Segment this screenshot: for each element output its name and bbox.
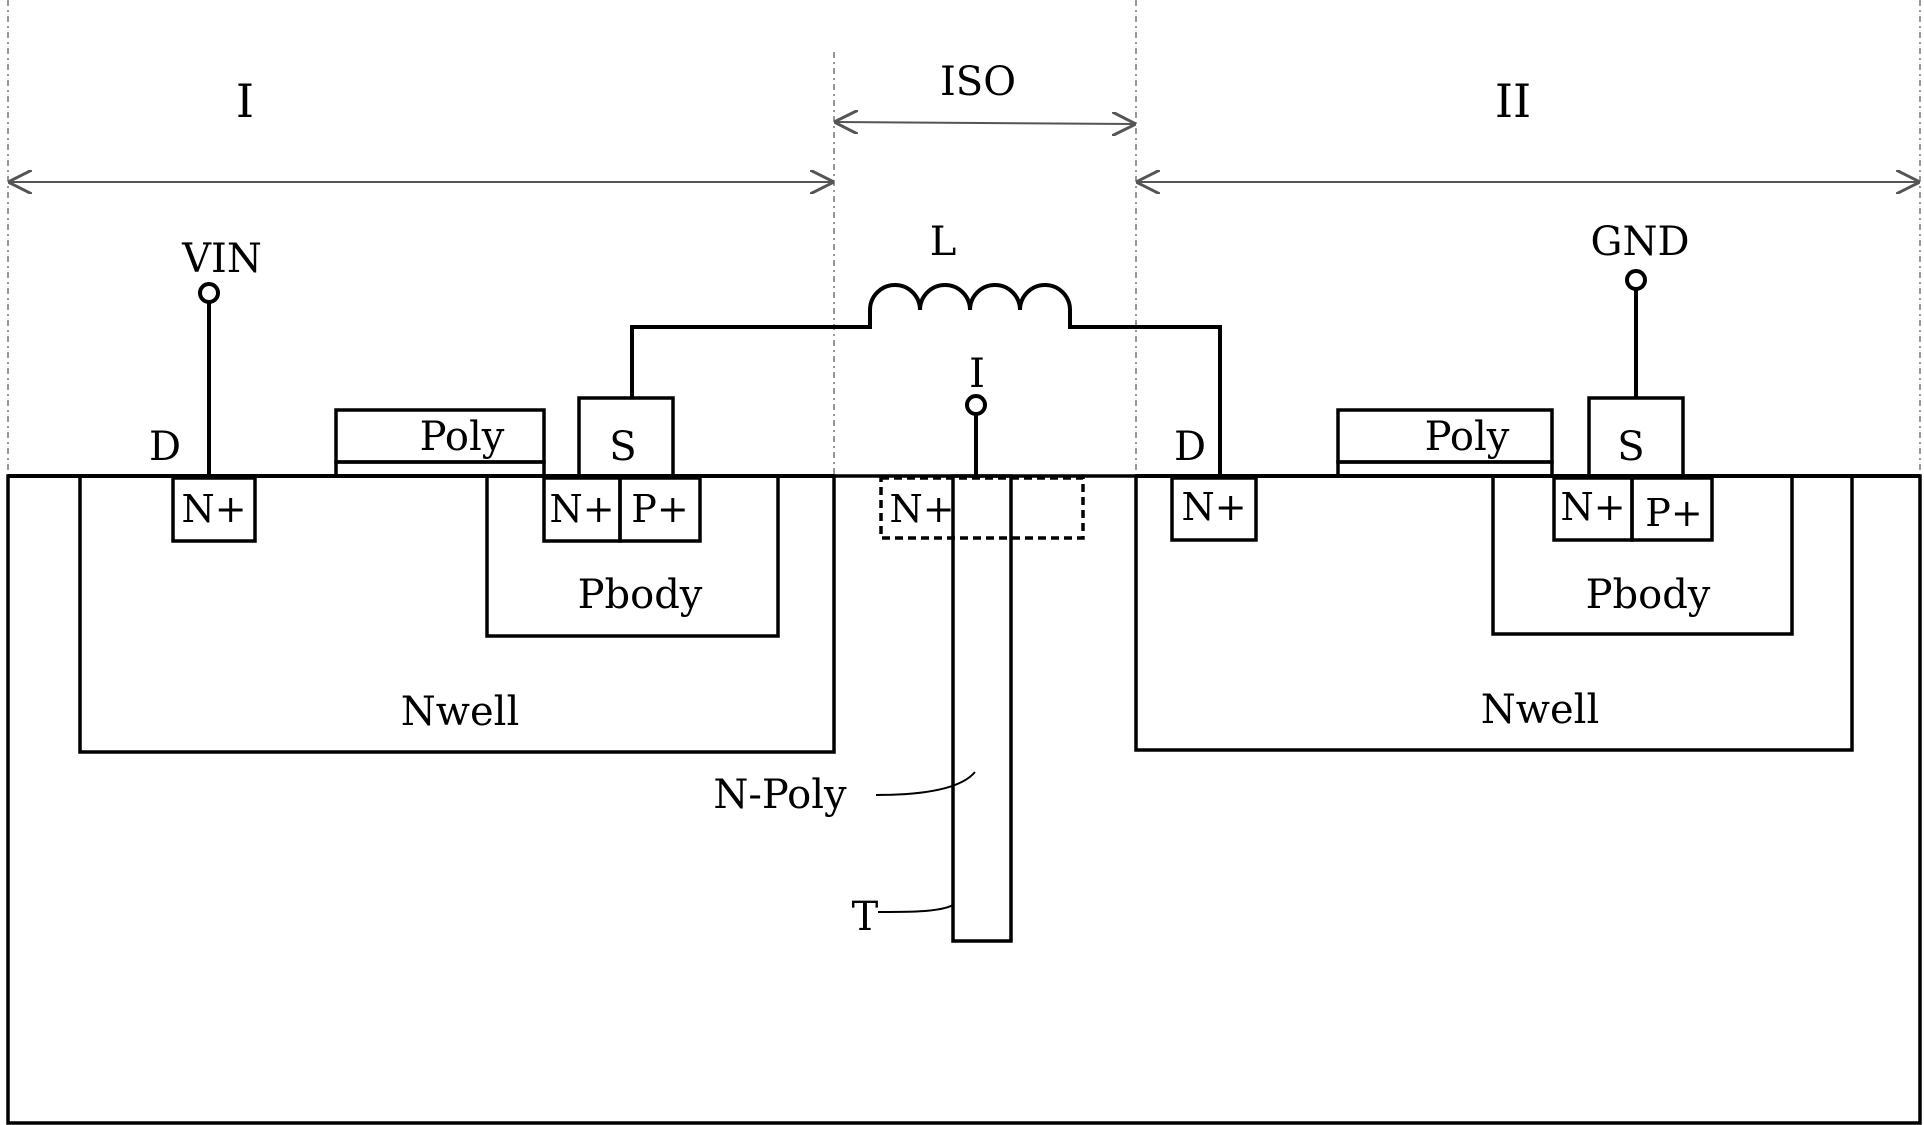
right-gate-oxide — [1336, 460, 1554, 478]
right-drain-label: D — [1174, 424, 1206, 470]
region-iso-dimension-arrow — [836, 122, 1134, 124]
left-source-p-plus-label: P+ — [631, 487, 688, 531]
inductor-label: L — [930, 219, 957, 265]
region-iso-label: ISO — [940, 59, 1016, 105]
vin-label: VIN — [181, 236, 262, 282]
i-terminal-label: I — [969, 351, 985, 397]
gnd-label: GND — [1590, 219, 1689, 265]
trench-n-poly — [951, 474, 1013, 943]
right-nwell-label: Nwell — [1481, 687, 1600, 733]
region-i-label: I — [236, 74, 254, 128]
iso-n-plus-label: N+ — [889, 487, 954, 531]
left-drain-label: D — [149, 424, 181, 470]
left-gate-oxide — [334, 460, 546, 478]
left-source-p-plus — [618, 476, 702, 543]
gnd-terminal-icon — [1625, 269, 1647, 291]
right-source-p-plus — [1630, 476, 1714, 542]
trench-leader — [877, 904, 954, 913]
i-terminal-icon — [965, 394, 987, 416]
right-drain-n-plus-label: N+ — [1181, 485, 1246, 529]
right-pbody-label: Pbody — [1586, 572, 1711, 618]
right-source-label: S — [1617, 424, 1644, 470]
left-drain-n-plus-label: N+ — [181, 487, 246, 531]
vin-terminal-icon — [198, 282, 220, 304]
region-ii-label: II — [1495, 74, 1531, 128]
right-drain-n-plus — [1170, 476, 1258, 542]
left-nwell-label: Nwell — [401, 689, 520, 735]
right-gate-label: Poly — [1425, 414, 1510, 460]
left-pbody-label: Pbody — [578, 572, 703, 618]
left-source-contact — [577, 396, 675, 478]
left-drain-n-plus — [171, 476, 257, 543]
iso-n-plus-dotted — [879, 476, 1085, 540]
right-source-p-plus-label: P+ — [1645, 491, 1702, 535]
right-source-n-plus-label: N+ — [1560, 485, 1625, 529]
n-poly-label: N-Poly — [713, 772, 847, 818]
n-poly-leader — [875, 771, 976, 796]
left-gate-label: Poly — [420, 414, 505, 460]
inductor-coil-icon — [630, 283, 1222, 476]
left-source-n-plus-label: N+ — [549, 487, 614, 531]
left-source-label: S — [609, 424, 636, 470]
trench-label: T — [852, 894, 879, 940]
